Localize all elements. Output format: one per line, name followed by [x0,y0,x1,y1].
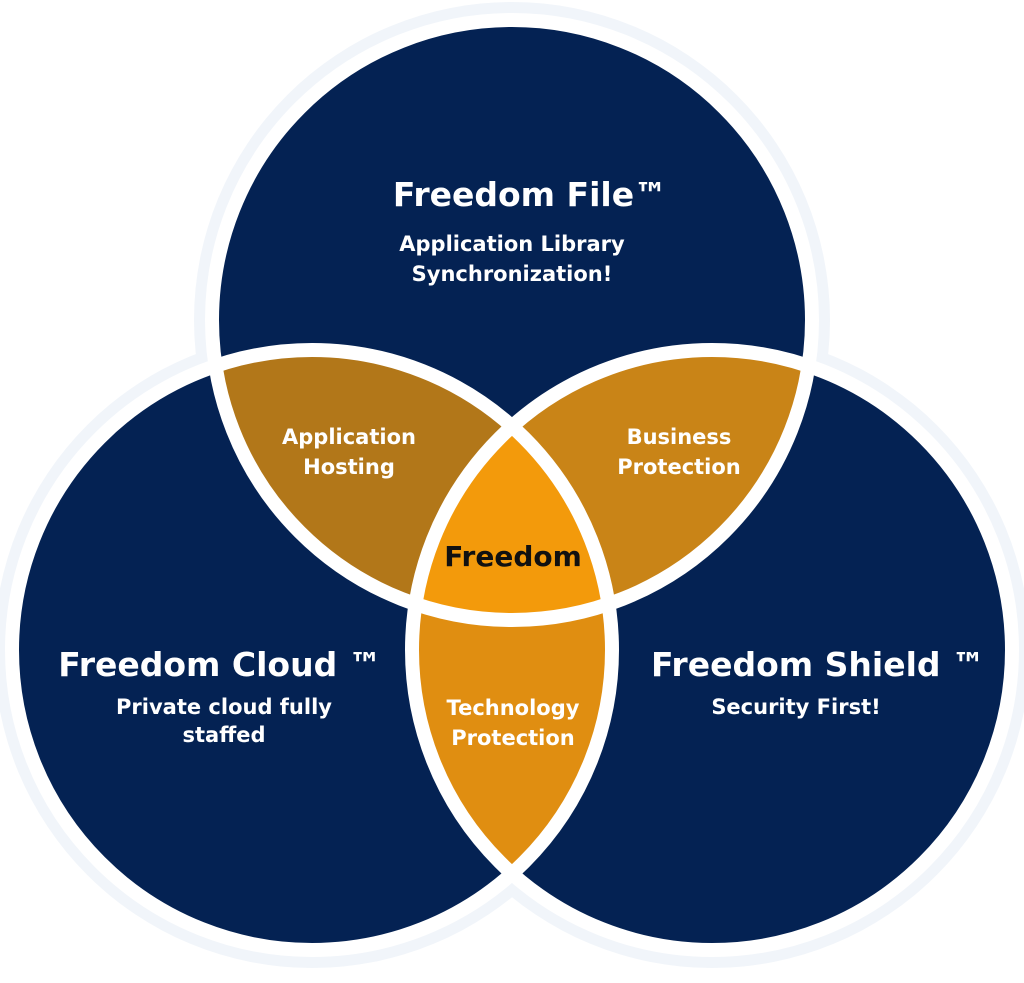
freedom-cloud-subtitle-line2: staffed [183,723,266,747]
outline-right [405,343,1019,957]
application-hosting-line2: Hosting [303,455,395,479]
freedom-shield-title: Freedom Shield ™ [651,645,985,684]
circle-outlines [5,13,1019,957]
freedom-file-subtitle-line2: Synchronization! [412,262,613,286]
application-hosting-line1: Application [282,425,416,449]
freedom-file-subtitle-line1: Application Library [399,232,625,256]
business-protection-line2: Protection [617,455,741,479]
technology-protection-line1: Technology [447,696,580,720]
freedom-shield-subtitle: Security First! [711,695,880,719]
center-clip-inner [412,350,612,620]
labels: Freedom File™ Application Library Synchr… [58,175,985,750]
technology-protection-line2: Protection [451,726,575,750]
outline-top [205,13,819,627]
outline-left [5,343,619,957]
freedom-cloud-title: Freedom Cloud ™ [58,645,381,684]
business-protection-line1: Business [627,425,732,449]
freedom-center-label: Freedom [444,540,582,573]
region-freedom-center [412,350,612,620]
freedom-cloud-subtitle-line1: Private cloud fully [116,695,332,719]
center-clip-outer [412,350,612,620]
freedom-file-title: Freedom File™ [393,175,667,214]
